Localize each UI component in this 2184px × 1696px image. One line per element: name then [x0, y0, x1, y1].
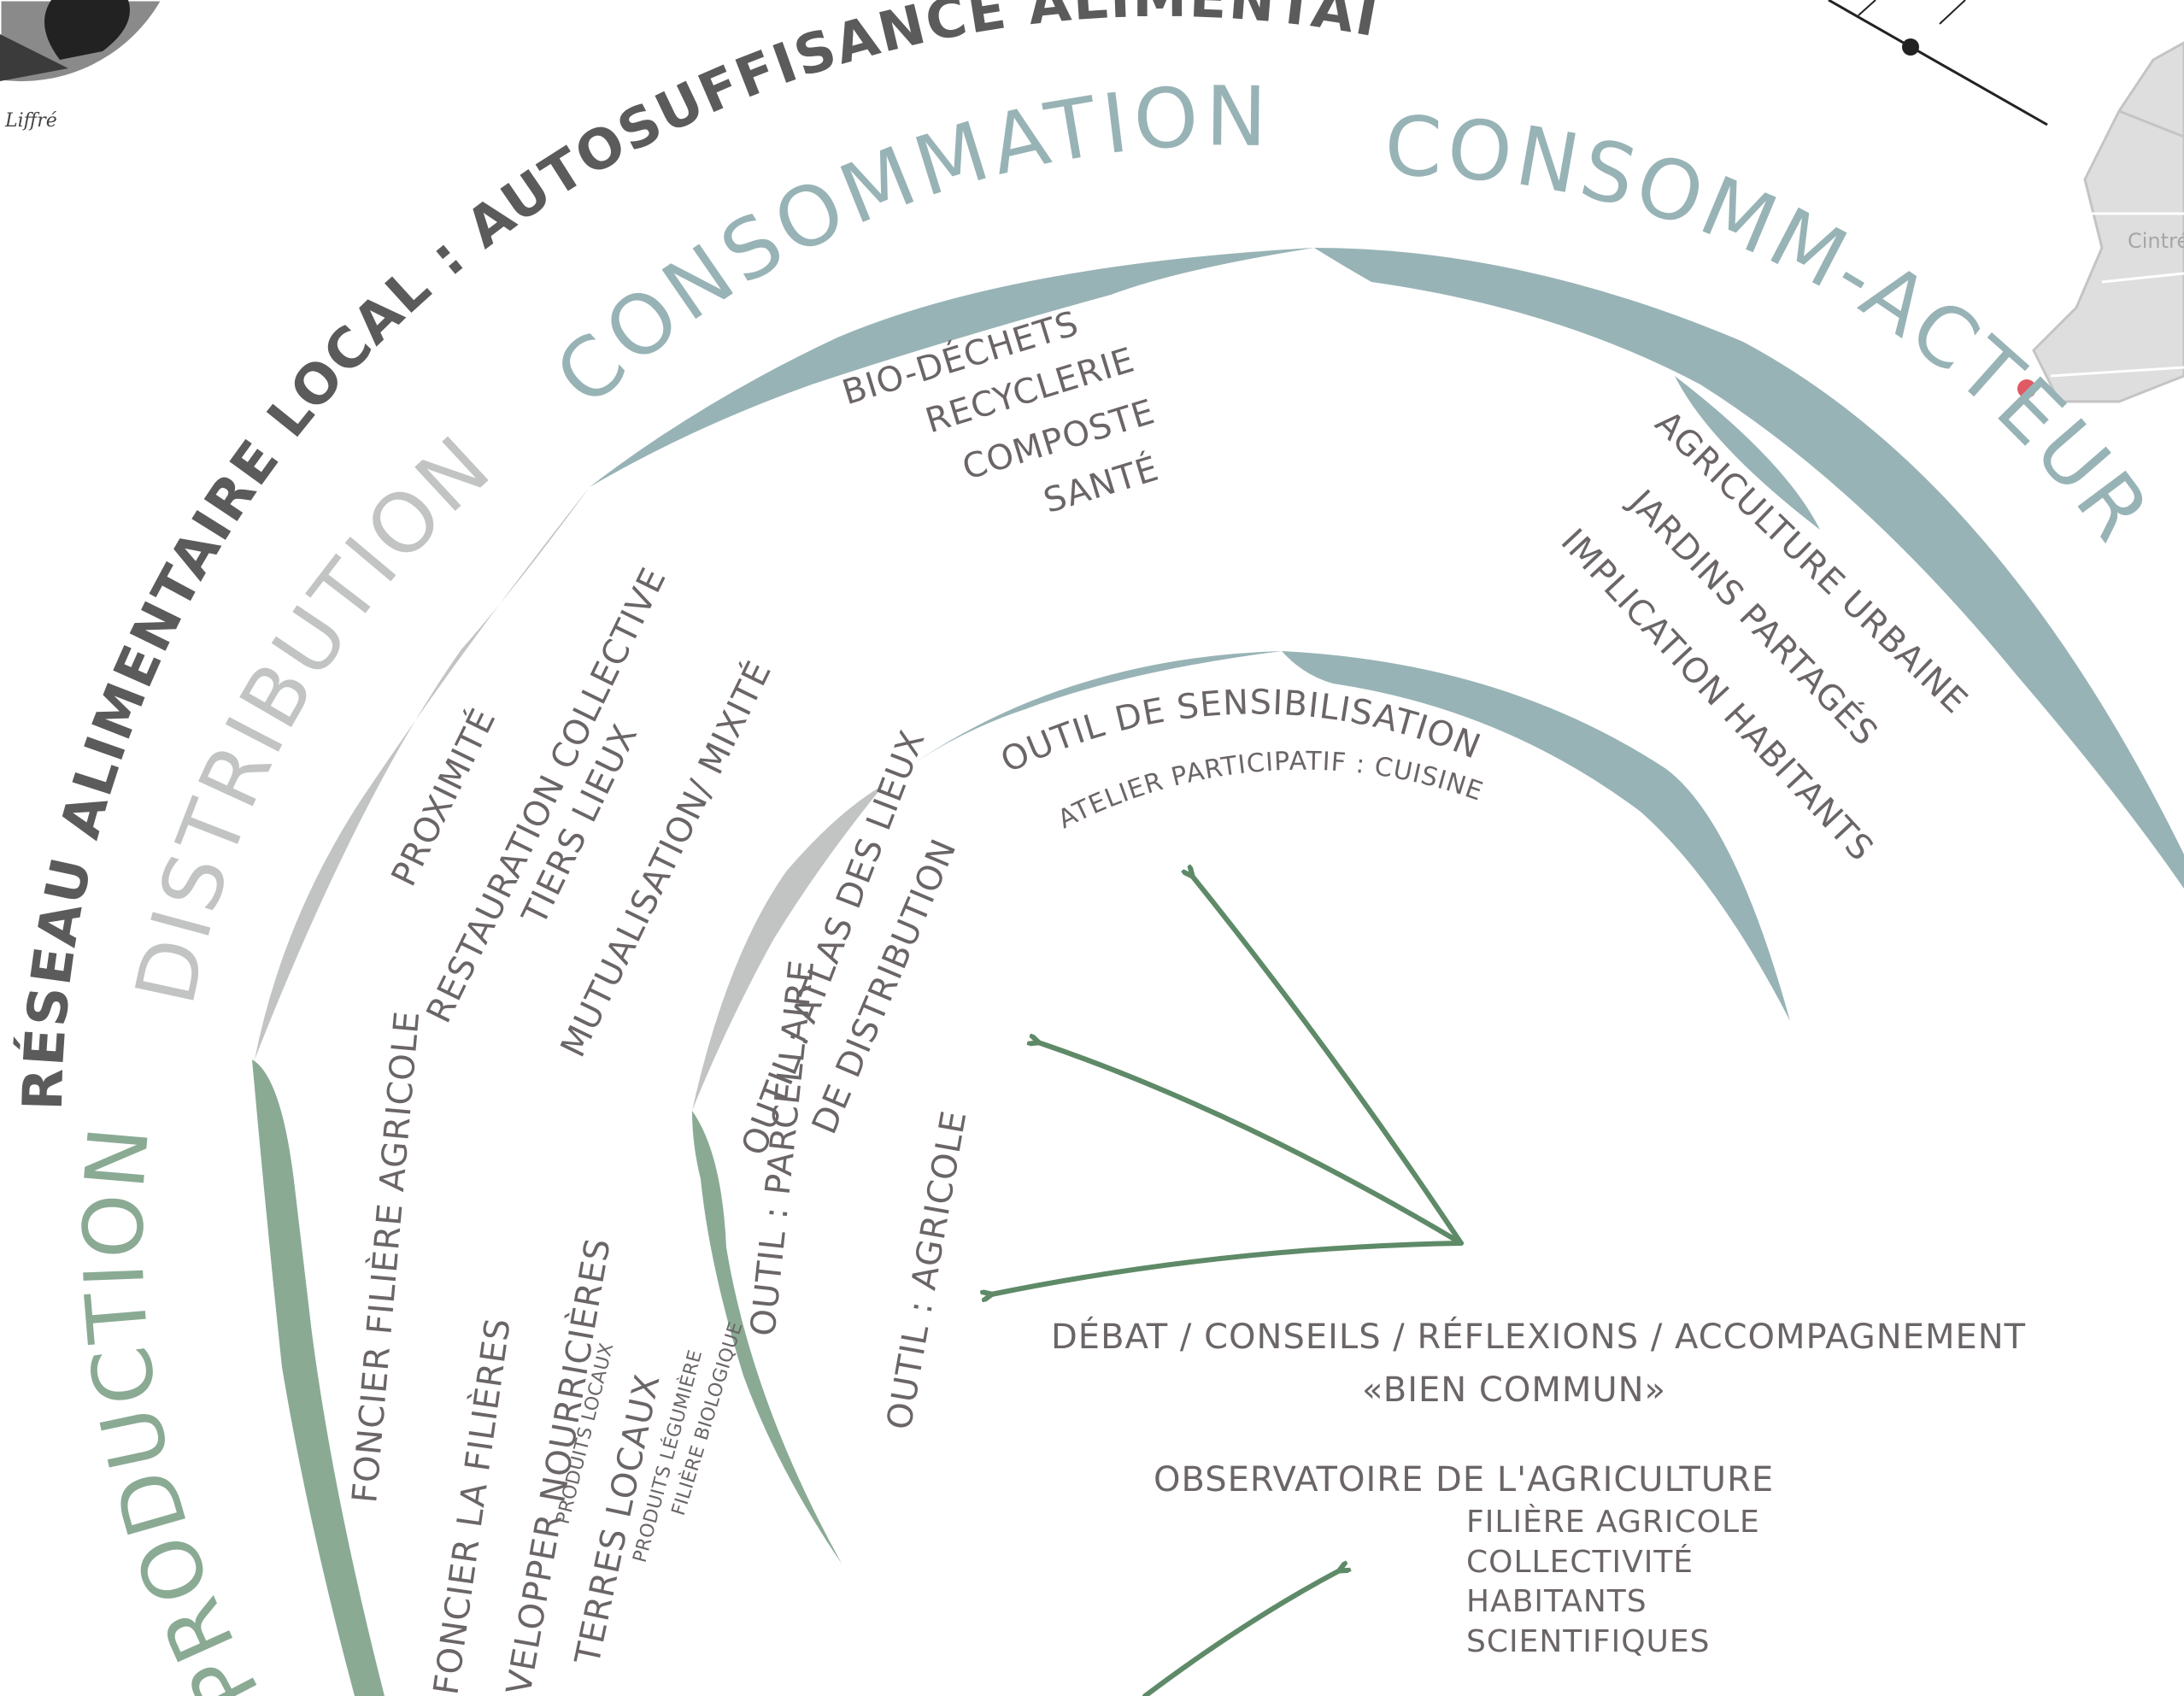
- inner-atelier-label: ATELIER PARTICIPATIF : CUISINE: [1054, 747, 1488, 835]
- arc-production-band: [252, 1059, 385, 1696]
- observatoire-item: COLLECTIVITÉ: [1466, 1544, 1694, 1580]
- center-bien-commun: «BIEN COMMUN»: [1362, 1370, 1666, 1410]
- observatoire-item: SCIENTIFIQUES: [1466, 1624, 1711, 1659]
- arrow-to-atlas: [1038, 1042, 1464, 1246]
- observatoire-item: HABITANTS: [1466, 1584, 1647, 1619]
- production-item: FONCIER LA FILIÈRES: [425, 1315, 518, 1696]
- arc-consomm-acteur-band: [1314, 248, 2184, 889]
- arrow-to-observatoire: [1142, 1570, 1340, 1696]
- production-item: FONCIER FILIÈRE AGRICOLE: [343, 1009, 427, 1505]
- inner-arc-production: [692, 1111, 842, 1564]
- arc-consomm-acteur-tail: [1675, 376, 1820, 530]
- inner-parcellaire-label-2: OUTIL : AGRICOLE: [880, 1107, 975, 1433]
- photo-corner: [0, 0, 164, 85]
- photo-caption: Liffré: [4, 110, 57, 132]
- location-map: Cintré: [2017, 41, 2184, 403]
- arrow-to-sensibilisation: [1192, 876, 1464, 1246]
- segment-distribution-label: DISTRIBUTION: [117, 417, 510, 1012]
- distribution-item: PROXIMITÉ: [383, 701, 504, 892]
- map-town-label: Cintré: [2128, 229, 2184, 253]
- center-arrows: [991, 876, 1464, 1696]
- center-observatoire: OBSERVATOIRE DE L'AGRICULTURE: [1154, 1460, 1774, 1499]
- inner-arc-consommation-right: [1282, 651, 1790, 1021]
- observatoire-item: FILIÈRE AGRICOLE: [1466, 1504, 1760, 1540]
- segment-production-label: PRODUCTION: [66, 1120, 278, 1696]
- arrow-to-parcellaire: [991, 1241, 1464, 1294]
- location-marker: [2017, 379, 2036, 398]
- scale-bar: [1828, 0, 2048, 126]
- center-debat: DÉBAT / CONSEILS / RÉFLEXIONS / ACCOMPAG…: [1051, 1316, 2026, 1357]
